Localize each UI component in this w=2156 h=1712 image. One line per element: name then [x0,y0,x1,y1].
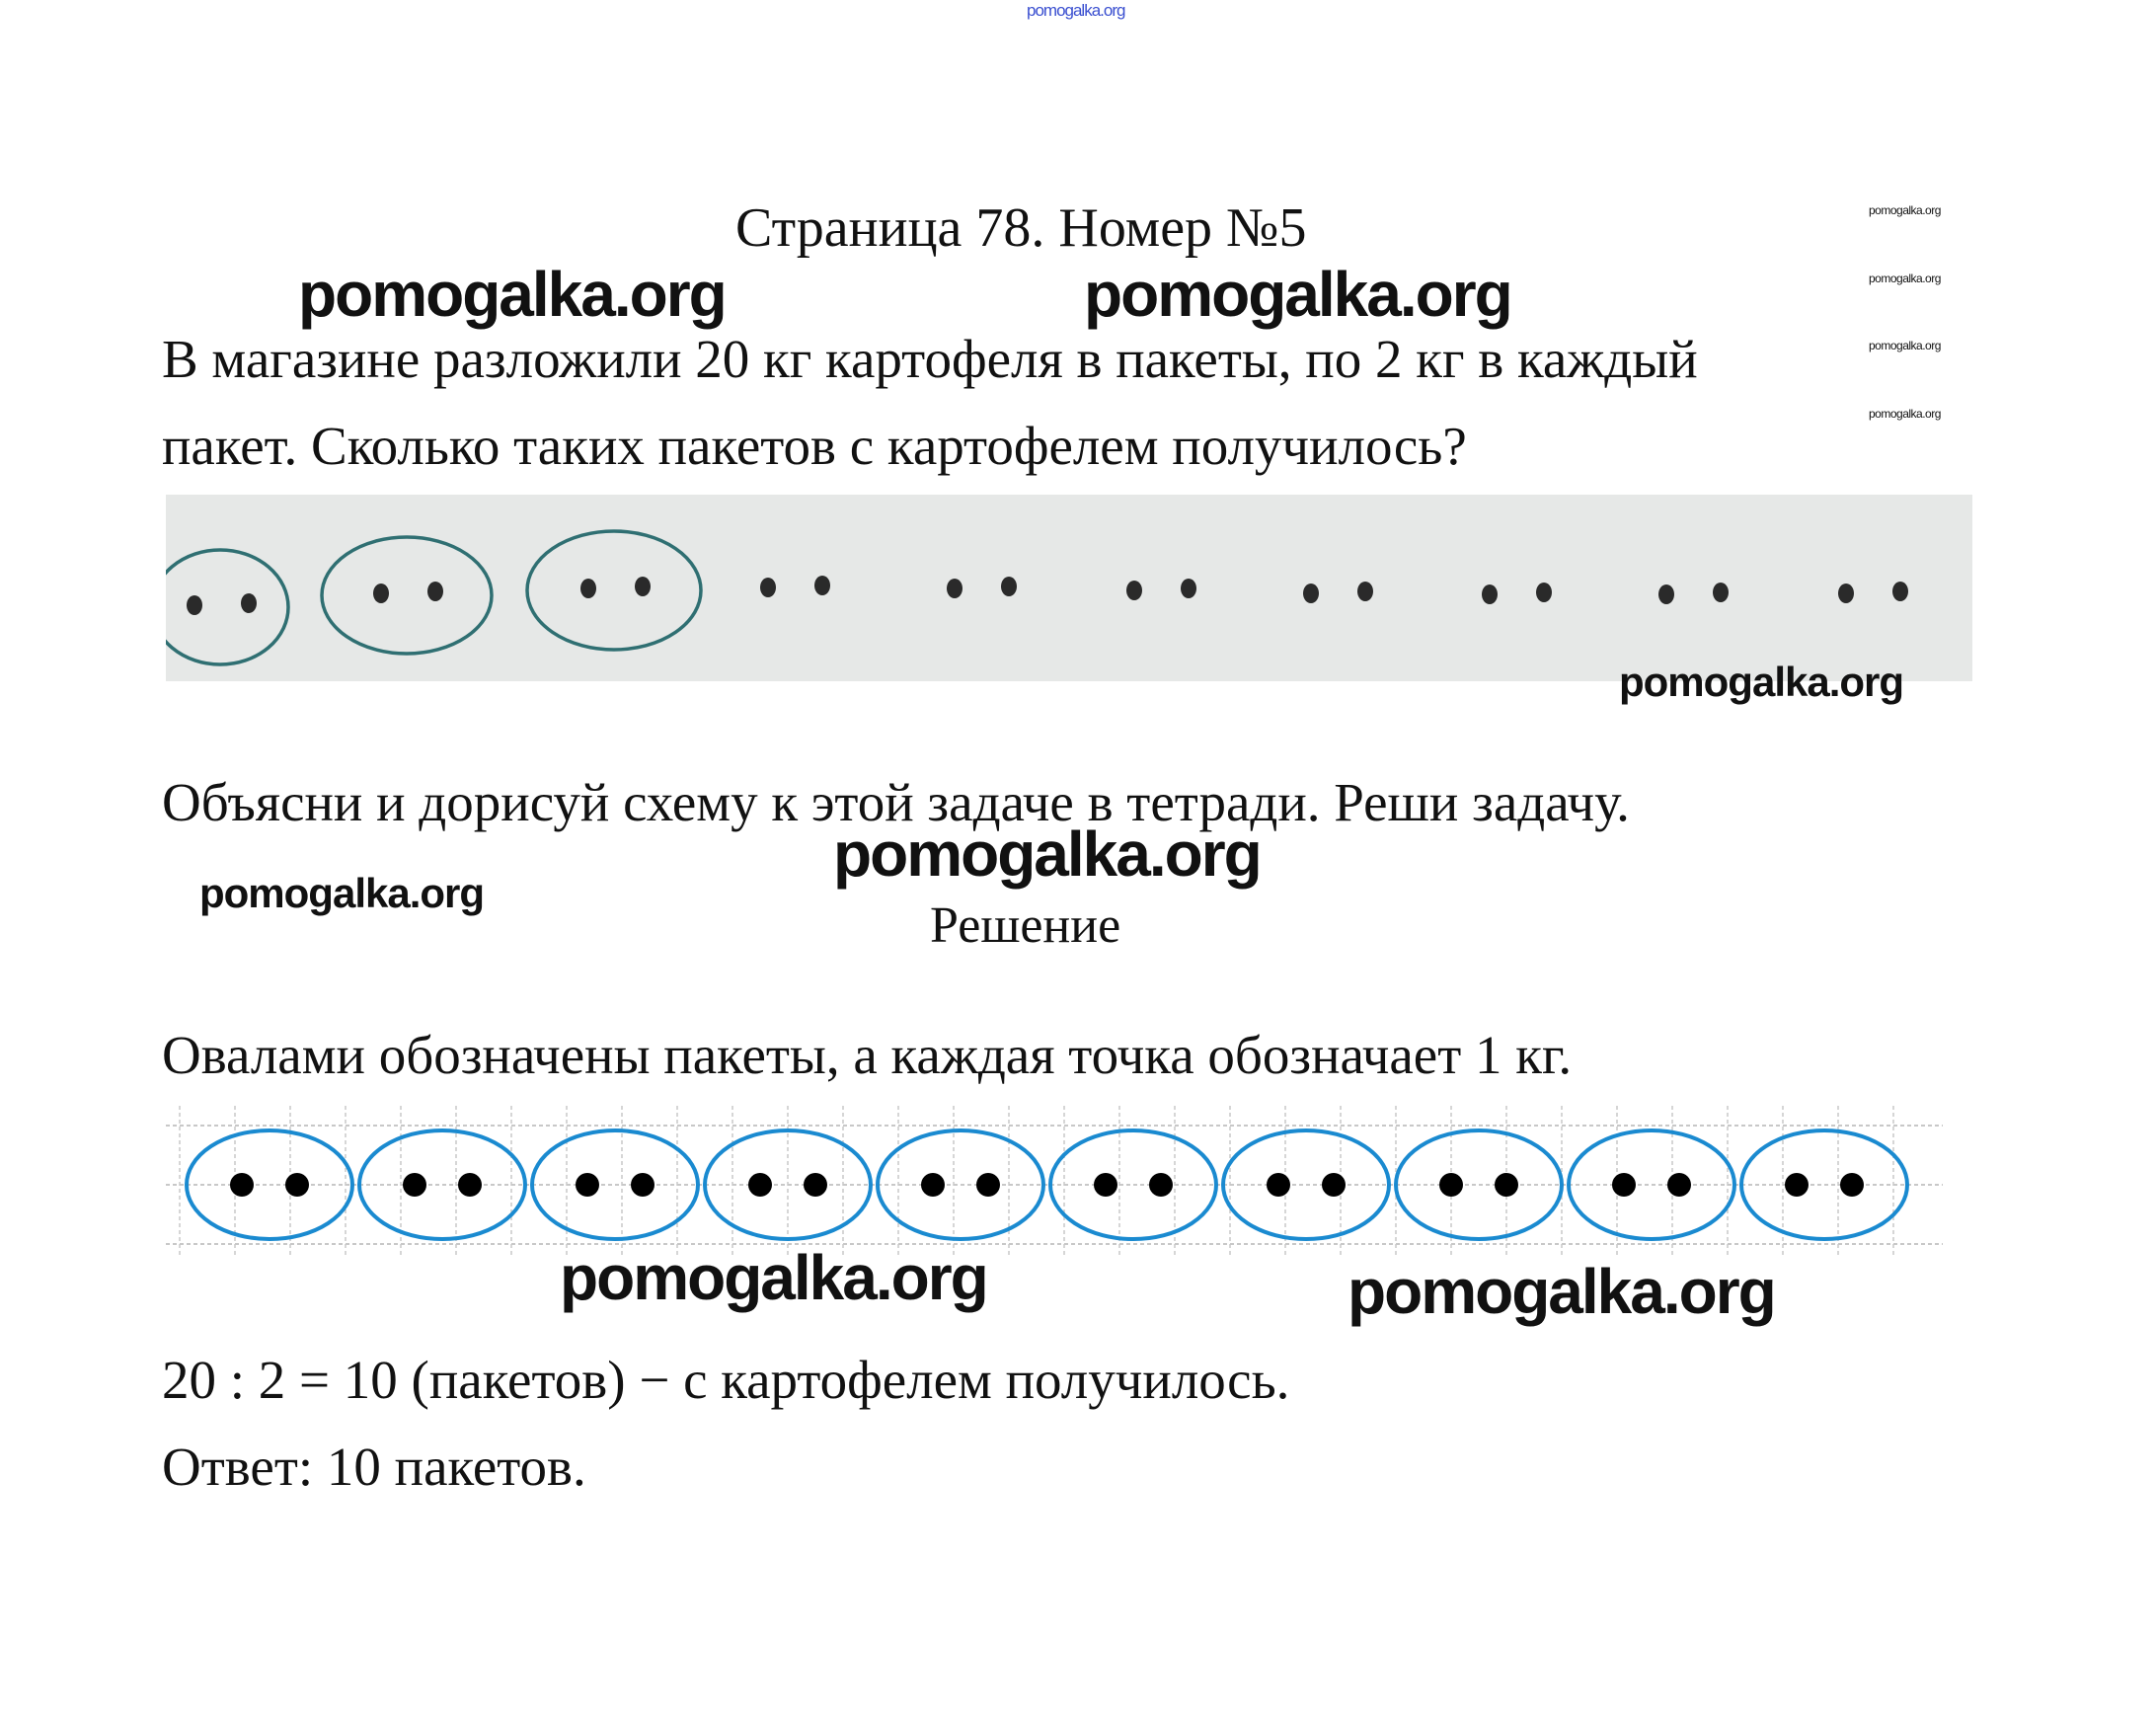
task-text: Объясни и дорисуй схему к этой задаче в … [162,772,1630,832]
explanation-text: Овалами обозначены пакеты, а каждая точк… [162,1025,1573,1085]
package-oval [320,535,494,656]
watermark: pomogalka.org [1619,659,1904,705]
potato-dot [241,593,257,613]
potato-dot [1892,582,1908,601]
potato-dot [748,1173,772,1197]
equation-text: 20 : 2 = 10 (пакетов) − с картофелем пол… [162,1350,1290,1410]
package-oval [525,529,703,652]
potato-dot [814,576,830,595]
package-oval [1567,1128,1736,1241]
page-title: Страница 78. Номер №5 [735,197,1307,259]
potato-dot [1612,1173,1636,1197]
potato-dot [1495,1173,1518,1197]
potato-dot [921,1173,945,1197]
watermark: pomogalka.org [199,870,485,916]
package-oval [530,1128,700,1241]
potato-dot [187,595,202,615]
potato-dot [760,578,776,597]
problem-text-line2: пакет. Сколько таких пакетов с картофеле… [162,416,1467,476]
problem-text-line1: В магазине разложили 20 кг картофеля в п… [162,329,1698,389]
potato-dot [1126,581,1142,600]
potato-dot [1357,582,1373,601]
watermark: pomogalka.org [833,818,1263,890]
package-oval [185,1128,354,1241]
potato-dot [1785,1173,1809,1197]
watermark-top[interactable]: pomogalka.org [1027,1,1125,20]
watermark: pomogalka.org [560,1242,989,1313]
package-oval [1394,1128,1564,1241]
potato-dot [403,1173,426,1197]
watermark-small: pomogalka.org [1869,272,1941,285]
potato-dot [230,1173,254,1197]
watermark-small: pomogalka.org [1869,339,1941,352]
given-scheme [150,529,1908,666]
potato-dot [635,577,651,596]
package-oval [357,1128,527,1241]
solution-scheme-image [166,1106,1943,1258]
potato-dot [427,582,443,601]
package-oval [1739,1128,1909,1241]
potato-dot [1658,584,1674,604]
potato-dot [1482,584,1498,604]
solution-scheme [166,1106,1943,1258]
package-oval [1221,1128,1391,1241]
potato-dot [1713,583,1729,602]
potato-dot [1303,584,1319,603]
potato-dot [373,584,389,603]
potato-dot [1322,1173,1346,1197]
potato-dot [1149,1173,1173,1197]
watermark: pomogalka.org [1084,259,1513,330]
potato-dot [1181,579,1196,598]
potato-dot [947,579,962,598]
watermark: pomogalka.org [298,259,728,330]
potato-dot [1439,1173,1463,1197]
potato-dot [804,1173,827,1197]
potato-dot [1001,577,1017,596]
potato-dot [1267,1173,1290,1197]
watermark-small: pomogalka.org [1869,407,1941,421]
given-scheme-image [150,495,1972,681]
package-oval [1048,1128,1218,1241]
watermark-small: pomogalka.org [1869,203,1941,217]
potato-dot [580,579,596,598]
package-oval [876,1128,1045,1241]
potato-dot [976,1173,1000,1197]
package-oval [150,548,290,666]
solution-heading: Решение [930,897,1121,954]
potato-dot [285,1173,309,1197]
potato-dot [1838,584,1854,603]
answer-text: Ответ: 10 пакетов. [162,1437,586,1497]
potato-dot [631,1173,654,1197]
potato-dot [458,1173,482,1197]
package-oval [703,1128,873,1241]
potato-dot [1536,583,1552,602]
watermark: pomogalka.org [1348,1256,1777,1327]
potato-dot [576,1173,599,1197]
potato-dot [1094,1173,1117,1197]
potato-dot [1667,1173,1691,1197]
potato-dot [1840,1173,1864,1197]
